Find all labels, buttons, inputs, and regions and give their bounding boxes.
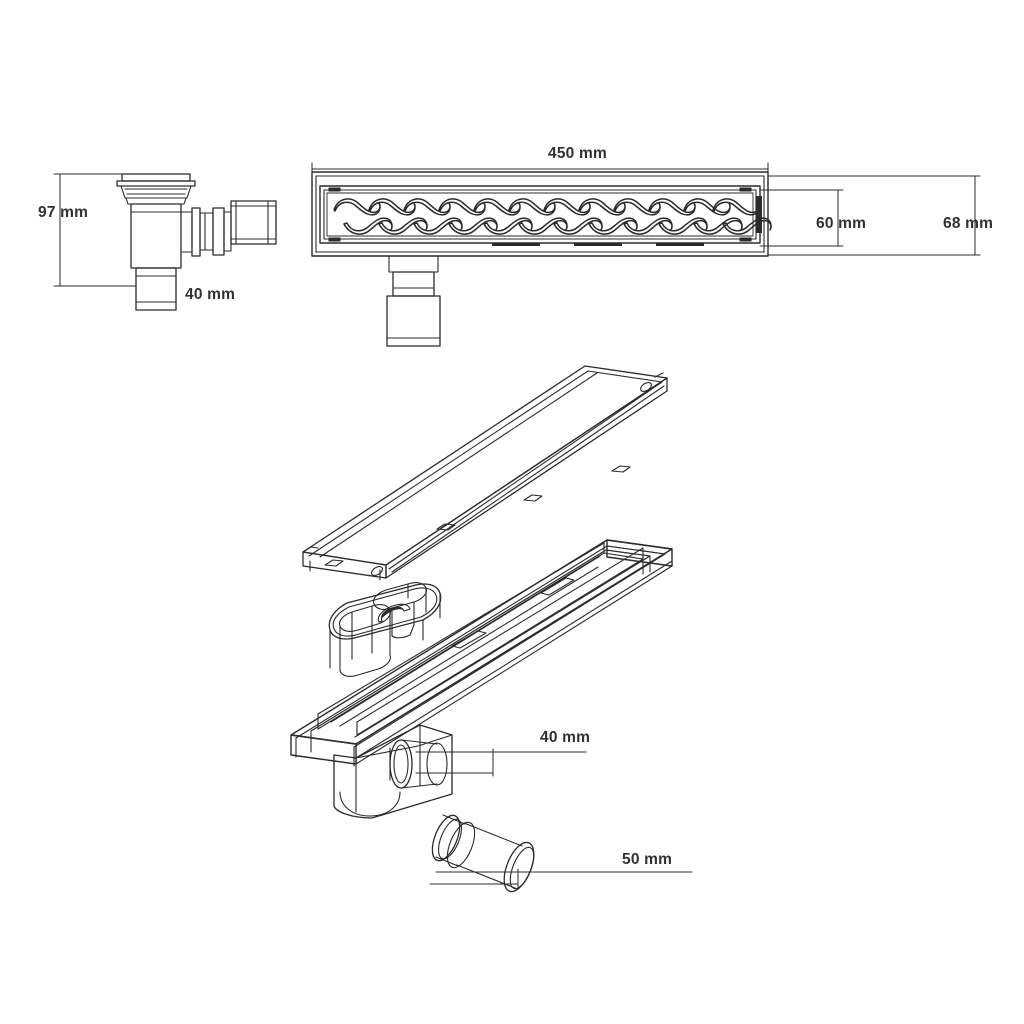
siphon-trap-side-view <box>116 173 277 311</box>
dim-label-50mm-adapter: 50 mm <box>622 851 672 868</box>
dim-label-40mm-outlet: 40 mm <box>540 729 590 746</box>
dim-trap-outlet-diameter <box>135 296 177 308</box>
dim-channel-width <box>767 175 981 256</box>
dim-label-450mm: 450 mm <box>548 145 607 162</box>
outlet-adapter <box>431 814 535 893</box>
trap-insert <box>328 582 442 677</box>
channel-body <box>290 539 673 819</box>
dim-label-40mm-trap: 40 mm <box>185 286 235 303</box>
dim-label-68mm: 68 mm <box>943 215 993 232</box>
dim-channel-length <box>311 162 769 176</box>
dim-adapter-diameter <box>429 868 693 888</box>
dim-label-97mm: 97 mm <box>38 204 88 221</box>
cover-plate <box>302 365 668 581</box>
channel-top-view <box>311 171 772 347</box>
dim-grate-width <box>759 189 844 247</box>
dim-label-60mm: 60 mm <box>816 215 866 232</box>
dim-trap-height <box>53 173 137 287</box>
dim-outlet-diameter <box>415 748 587 777</box>
